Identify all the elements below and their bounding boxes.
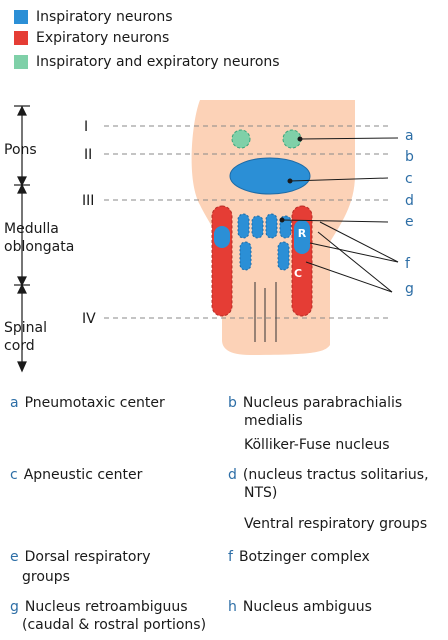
- key-item-d: d (nucleus tractus solitarius,: [228, 466, 429, 484]
- leader-lines: [279, 136, 399, 293]
- key-text: Botzinger complex: [238, 549, 370, 565]
- key-g-line-2: (caudal & rostral portions): [22, 617, 207, 633]
- key-text: Pneumotaxic center: [24, 395, 165, 411]
- dorsal-group-5: [239, 241, 252, 271]
- left-ventral-column-red: [211, 205, 233, 317]
- key-e-line-2: groups: [22, 569, 70, 585]
- key-letter: h: [228, 599, 237, 615]
- level-label-III: III: [82, 193, 94, 209]
- legend-swatch-green: [14, 55, 28, 69]
- pneumotaxic-circle-left: [231, 129, 251, 149]
- region-label-medulla-2: oblongata: [4, 239, 74, 255]
- key-item-h: h Nucleus ambiguus: [228, 598, 372, 616]
- key-text: Dorsal respiratory: [24, 549, 151, 565]
- key-letter: c: [10, 467, 18, 483]
- dorsal-group-3: [265, 213, 278, 239]
- key-letter: e: [10, 549, 19, 565]
- letter-f: f: [405, 256, 411, 272]
- legend-swatch-blue: [14, 10, 28, 24]
- key-grid: a Pneumotaxic center b Nucleus parabrachia…: [0, 390, 448, 640]
- key-letter: a: [10, 395, 19, 411]
- legend-swatch-red: [14, 31, 28, 45]
- letter-g: g: [405, 281, 414, 297]
- key-text: (nucleus tractus solitarius,: [242, 467, 429, 483]
- level-label-II: II: [84, 147, 92, 163]
- key-letter: g: [10, 599, 19, 615]
- legend-item-inspiratory: Inspiratory neurons: [14, 7, 173, 27]
- dorsal-group-2: [251, 215, 264, 239]
- inner-label-r: R: [298, 227, 307, 240]
- region-label-spinal-2: cord: [4, 338, 35, 354]
- key-letter: f: [228, 549, 233, 565]
- letter-e: e: [405, 214, 414, 230]
- level-lines: [104, 125, 388, 319]
- inner-label-c: C: [294, 267, 302, 280]
- key-text: Apneustic center: [23, 467, 143, 483]
- key-d-line-2: NTS): [244, 485, 278, 501]
- legend-label: Inspiratory neurons: [36, 9, 173, 25]
- letter-b: b: [405, 149, 414, 165]
- level-label-I: I: [84, 119, 88, 135]
- dorsal-group-1: [237, 213, 250, 239]
- key-letter: d: [228, 467, 237, 483]
- left-ventral-column-blue: [214, 226, 230, 248]
- key-item-b: b Nucleus parabrachialis: [228, 394, 402, 412]
- level-label-IV: IV: [82, 311, 96, 327]
- region-brackets: [14, 105, 30, 373]
- legend-item-both: Inspiratory and expiratory neurons: [14, 52, 280, 72]
- key-letter: b: [228, 395, 237, 411]
- key-text: Nucleus parabrachialis: [242, 395, 403, 411]
- key-b-line-2: medialis: [244, 413, 303, 429]
- letter-c: c: [405, 171, 413, 187]
- key-d-line-3: Ventral respiratory groups: [244, 516, 428, 532]
- key-item-a: a Pneumotaxic center: [10, 394, 165, 412]
- key-item-f: f Botzinger complex: [228, 548, 370, 566]
- apneustic-ellipse: [229, 157, 311, 195]
- legend-item-expiratory: Expiratory neurons: [14, 28, 169, 48]
- key-text: Nucleus retroambiguus: [24, 599, 188, 615]
- region-label-spinal-1: Spinal: [4, 320, 47, 336]
- legend-label: Inspiratory and expiratory neurons: [36, 54, 280, 70]
- letter-a: a: [405, 128, 414, 144]
- letter-d: d: [405, 193, 414, 209]
- legend-label: Expiratory neurons: [36, 30, 170, 46]
- key-item-e: e Dorsal respiratory: [10, 548, 151, 566]
- dorsal-group-6: [277, 241, 290, 271]
- brainstem-diagram: Pons Medulla oblongata Spinal cord I II …: [4, 100, 414, 373]
- key-item-c: c Apneustic center: [10, 466, 142, 484]
- key-b-line-3: Kölliker-Fuse nucleus: [244, 437, 390, 453]
- key-item-g: g Nucleus retroambiguus: [10, 598, 188, 616]
- central-lines: [254, 282, 277, 342]
- region-label-pons: Pons: [4, 142, 37, 158]
- right-ventral-column-blue: [294, 220, 310, 254]
- key-text: Nucleus ambiguus: [242, 599, 372, 615]
- region-label-medulla-1: Medulla: [4, 221, 59, 237]
